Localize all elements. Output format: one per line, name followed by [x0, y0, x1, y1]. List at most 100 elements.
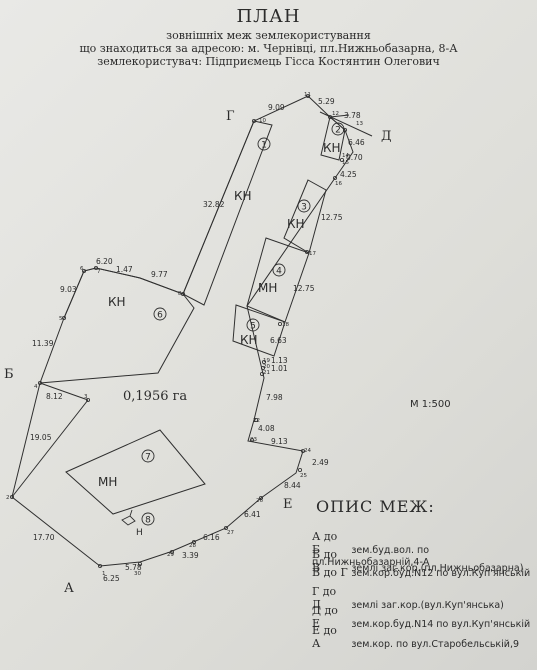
point-number: 7 [97, 269, 101, 275]
legend-key: Д до Е [312, 604, 338, 630]
segment-length: 11.39 [32, 339, 54, 348]
drawing-mark [180, 291, 185, 296]
drawing-mark [253, 417, 258, 422]
legend-row: В до Г зем.кор.буд.N12 по вул.Куп'янські… [312, 566, 530, 579]
legend-key: Г до Д [312, 585, 337, 611]
drawing-mark [257, 137, 271, 151]
drawing-mark [121, 515, 136, 526]
drawing-mark [169, 550, 174, 555]
legend-key: Е до А [312, 624, 337, 650]
corner-label: Г [226, 109, 235, 124]
drawing-mark [94, 265, 99, 270]
drawing-mark [261, 359, 266, 364]
segment-length: 4.08 [258, 424, 275, 433]
building-number: 8 [145, 516, 151, 526]
outer-boundary [11, 95, 354, 567]
plan-title: ПЛАН [236, 6, 301, 27]
drawing-mark [329, 114, 350, 118]
building-number: 1 [261, 141, 267, 151]
drawing-mark [297, 467, 302, 472]
segment-length: 5.78 [125, 563, 142, 572]
drawing-mark [141, 512, 155, 526]
drawing-mark [260, 365, 265, 370]
building-4 [246, 237, 310, 323]
legend-desc: зем.буд.вол. по пл.Нижньобазарній,4-А [312, 545, 430, 568]
segment-length: 5.29 [318, 97, 335, 106]
building-number: 7 [145, 453, 151, 463]
drawing-mark [9, 494, 14, 499]
segment-length: 6.20 [96, 257, 113, 266]
legend-row: А до Б зем.буд.вол. по пл.Нижньобазарній… [312, 530, 537, 568]
point-number: 15 [342, 160, 349, 166]
point-number: 17 [309, 251, 316, 257]
building-2 [320, 116, 346, 161]
point-number: 26 [256, 498, 263, 504]
building-6 [39, 267, 195, 384]
point-number: 29 [167, 552, 174, 558]
point-number: 24 [304, 448, 311, 454]
legend-key: В до Г [312, 566, 348, 579]
plan-address: що знаходиться за адресою: м. Чернівці, … [79, 42, 458, 55]
plan-owner: землекористувач: Підприємець Гісса Костя… [97, 55, 440, 68]
segment-length: 8.44 [284, 481, 301, 490]
drawing-mark [305, 94, 310, 99]
segment-length: 7.98 [266, 393, 283, 402]
segment-length: 9.03 [60, 285, 77, 294]
segment-length: 1.01 [271, 364, 288, 373]
point-number: 1 [102, 571, 106, 577]
drawing-mark [297, 199, 311, 213]
drawing-mark: А Б Г Д Е [4, 109, 392, 596]
point-number: 23 [250, 437, 257, 443]
segment-length: 12.75 [293, 284, 315, 293]
drawing-mark [11, 95, 373, 567]
building-number: 4 [276, 267, 282, 277]
drawing-mark [39, 382, 89, 401]
legend-desc: землі заг.кор.(вул.Куп'янська) [351, 600, 504, 611]
drawing-mark: 1 2 3 4 5 6 7 8 10 11 12 13 14 15 16 17 … [6, 92, 363, 577]
segment-length: 9.09 [268, 103, 285, 112]
segment-length: 9.77 [151, 270, 168, 279]
zone-label: КН [108, 295, 126, 309]
corner-label: Б [4, 367, 14, 382]
drawing-mark [141, 449, 155, 463]
segment-length: 9.13 [271, 437, 288, 446]
drawing-mark [38, 380, 43, 385]
zone-label: КН [234, 189, 252, 203]
drawing-mark [223, 526, 228, 531]
segment-length: 1.47 [116, 265, 133, 274]
building-number: 3 [301, 203, 307, 213]
drawing-mark [62, 315, 67, 320]
legend-desc: зем.кор.буд.N14 по вул.Куп'янській [351, 619, 531, 630]
drawing-mark [332, 175, 337, 180]
point-number: 16 [335, 181, 342, 187]
segment-length: 8.12 [46, 392, 63, 401]
building-5 [232, 304, 286, 357]
segment-length: 32.82 [203, 200, 225, 209]
point-number: 21 [263, 370, 270, 376]
drawing-mark [86, 397, 91, 402]
drawing-mark [304, 249, 309, 254]
point-number: 11 [304, 92, 311, 98]
point-number: 13 [356, 121, 363, 127]
drawing-mark [141, 122, 345, 526]
segment-length: 1.13 [271, 356, 288, 365]
legend-key: А до Б [312, 530, 338, 556]
corner-label: А [64, 581, 74, 596]
zone-label: КН [323, 141, 341, 155]
point-number: 3 [84, 394, 88, 400]
point-number: 19 [263, 358, 270, 364]
legend-desc: зем.кор.буд.N12 по вул.Куп'янській [351, 568, 531, 579]
drawing-mark [339, 157, 344, 162]
well-icon [121, 509, 136, 526]
point-number: 20 [263, 364, 270, 370]
drawing-mark [259, 371, 264, 376]
drawing-mark [153, 307, 167, 321]
drawing-mark [98, 564, 103, 569]
drawing-mark [137, 562, 142, 567]
point-number: 18 [282, 322, 289, 328]
point-number: 8 [178, 291, 182, 297]
legend-row: Б до В землі заг.кор.(пл.Нижньобазарна) [312, 548, 523, 574]
drawing-mark [251, 119, 256, 124]
